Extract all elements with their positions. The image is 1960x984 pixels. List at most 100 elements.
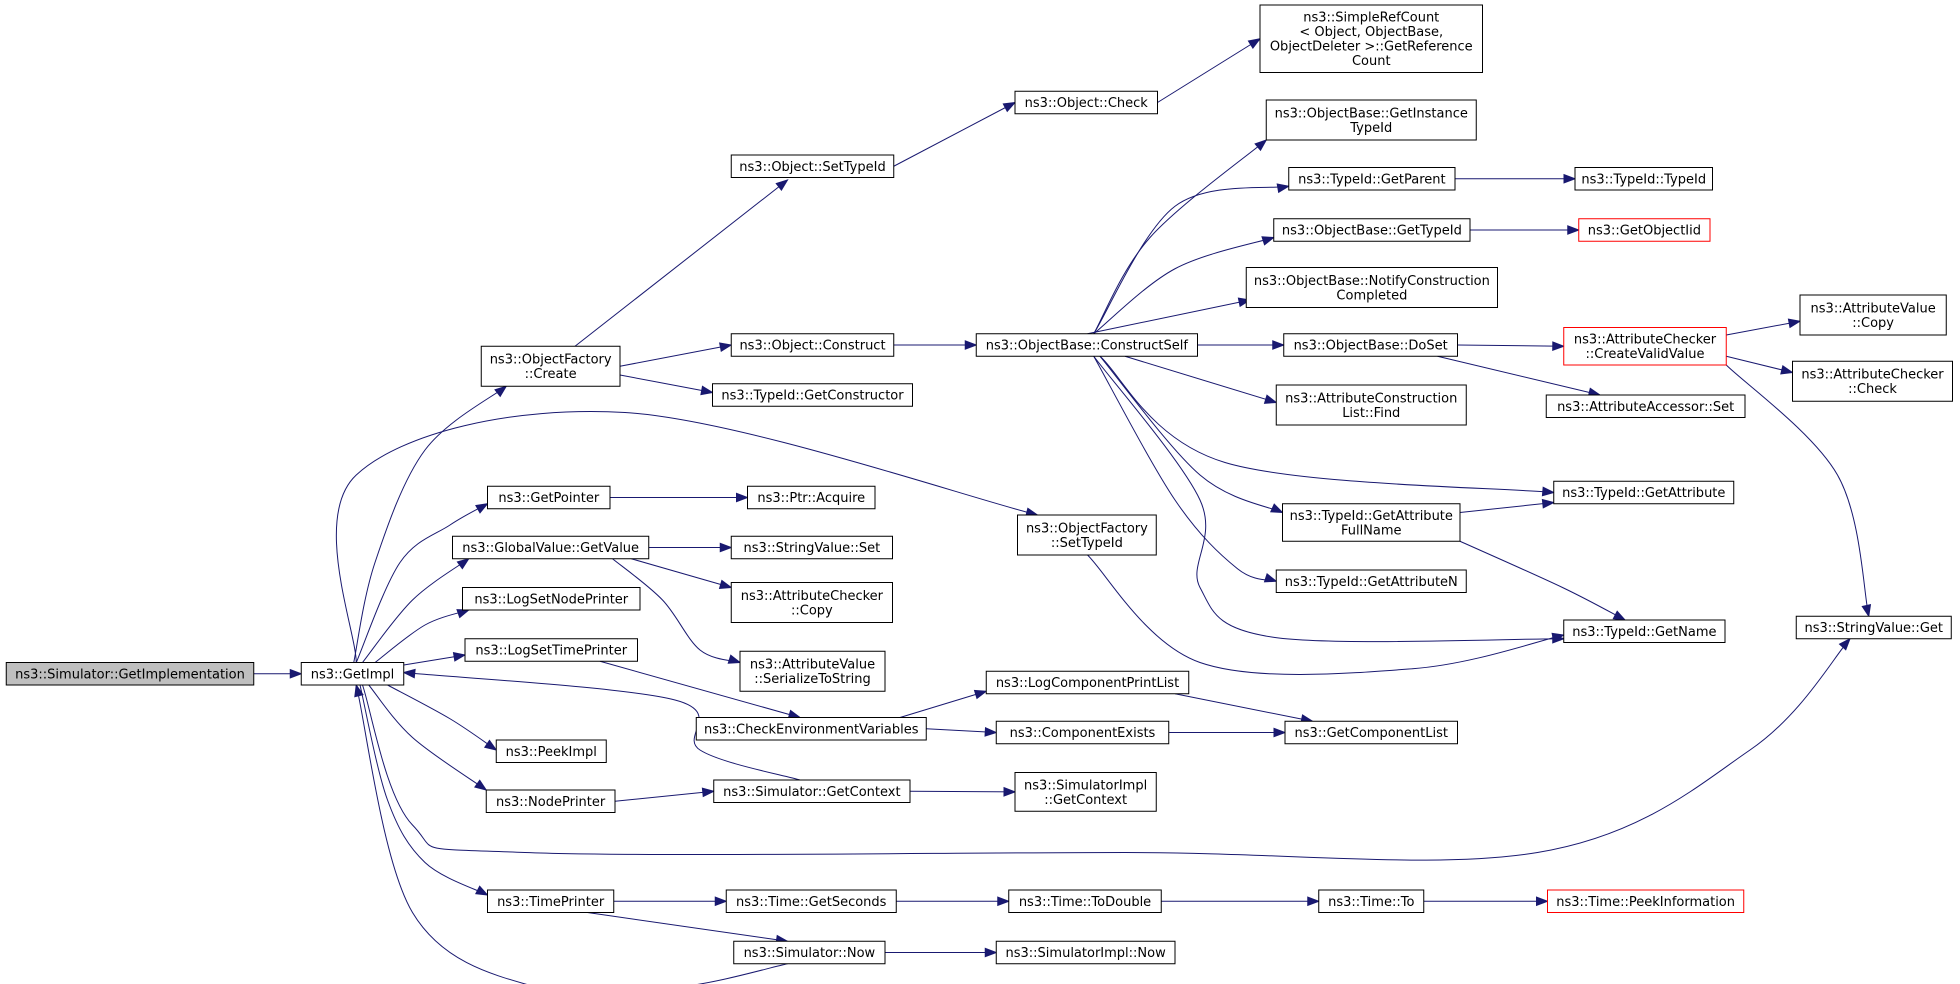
arrowhead-icon (700, 385, 714, 396)
node-logcompprintlist[interactable]: ns3::LogComponentPrintList (985, 670, 1190, 695)
edge-getimpl-to-logsettimeprinter (403, 651, 467, 666)
node-sv-get[interactable]: ns3::StringValue::Get (1795, 615, 1952, 640)
node-componentexists[interactable]: ns3::ComponentExists (995, 720, 1170, 745)
node-label: ns3::ObjectBase::NotifyConstruction (1254, 274, 1490, 289)
arrowhead-icon (1003, 786, 1017, 797)
node-time-to[interactable]: ns3::Time::To (1318, 889, 1425, 913)
node-label: ns3::Ptr::Acquire (757, 491, 865, 506)
node-getcomponentlist[interactable]: ns3::GetComponentList (1284, 720, 1458, 745)
node-getpointer[interactable]: ns3::GetPointer (487, 485, 611, 510)
edge-ac-createvalid-to-ac-check (1726, 355, 1794, 375)
edge-line (1099, 355, 1283, 513)
node-checkenv[interactable]: ns3::CheckEnvironmentVariables (695, 717, 927, 741)
node-ob-doset[interactable]: ns3::ObjectBase::DoSet (1283, 333, 1458, 357)
node-ac-createvalid[interactable]: ns3::AttributeChecker::CreateValidValue (1563, 327, 1727, 366)
edge-line (1459, 502, 1554, 513)
node-aa-set[interactable]: ns3::AttributeAccessor::Set (1545, 394, 1746, 418)
node-tid-getname[interactable]: ns3::TypeId::GetName (1563, 619, 1726, 643)
node-sim-now[interactable]: ns3::Simulator::Now (733, 940, 886, 965)
node-obj-check[interactable]: ns3::Object::Check (1014, 90, 1158, 115)
node-time-getseconds[interactable]: ns3::Time::GetSeconds (725, 889, 897, 913)
node-simimpl-now[interactable]: ns3::SimulatorImpl::Now (995, 940, 1176, 965)
node-label: ns3::ObjectFactory (1026, 521, 1148, 536)
node-ob-constructself[interactable]: ns3::ObjectBase::ConstructSelf (975, 333, 1198, 357)
edge-obj-construct-to-ob-constructself (893, 340, 978, 350)
edge-of-settypeid-to-tid-getname (1087, 554, 1566, 675)
node-getobjectiid[interactable]: ns3::GetObjectIid (1578, 218, 1711, 242)
node-of-create[interactable]: ns3::ObjectFactory::Create (480, 345, 621, 387)
node-sim-getcontext[interactable]: ns3::Simulator::GetContext (713, 779, 911, 803)
arrowhead-icon (1536, 896, 1549, 907)
arrowhead-icon (1563, 173, 1577, 184)
node-srefcount[interactable]: ns3::SimpleRefCount< Object, ObjectBase,… (1259, 4, 1483, 73)
node-tid-getconstructor[interactable]: ns3::TypeId::GetConstructor (712, 383, 913, 407)
node-gv-getvalue[interactable]: ns3::GlobalValue::GetValue (452, 535, 650, 560)
node-ob-notify[interactable]: ns3::ObjectBase::NotifyConstructionCompl… (1245, 267, 1498, 308)
node-nodeprinter[interactable]: ns3::NodePrinter (485, 789, 616, 813)
node-tid-getattribute[interactable]: ns3::TypeId::GetAttribute (1553, 480, 1735, 505)
node-timeprinter[interactable]: ns3::TimePrinter (487, 889, 615, 913)
edge-line (926, 728, 997, 733)
node-time-peekinfo[interactable]: ns3::Time::PeekInformation (1547, 889, 1745, 913)
node-av-copy[interactable]: ns3::AttributeValue::Copy (1799, 294, 1947, 336)
arrowhead-icon (714, 896, 728, 907)
node-label: ::Check (1848, 382, 1897, 397)
node-logsettimeprinter[interactable]: ns3::LogSetTimePrinter (464, 638, 638, 662)
node-label: ns3::AttributeChecker (741, 589, 884, 604)
edge-getimpl-to-getpointer (355, 503, 489, 663)
arrowhead-icon (984, 947, 998, 958)
node-root[interactable]: ns3::Simulator::GetImplementation (5, 662, 255, 686)
arrowhead-icon (1269, 503, 1284, 514)
node-label: ns3::ObjectBase::DoSet (1294, 339, 1448, 354)
node-ac-copy[interactable]: ns3::AttributeChecker::Copy (730, 582, 893, 623)
node-label: ns3::AttributeValue (1811, 301, 1936, 316)
edge-line (893, 102, 1016, 167)
node-label: ns3::Object::Check (1025, 96, 1149, 111)
node-label: ns3::ObjectBase::ConstructSelf (986, 339, 1189, 354)
node-tid-getattributen[interactable]: ns3::TypeId::GetAttributeN (1275, 569, 1467, 593)
node-logsetnodeprinter[interactable]: ns3::LogSetNodePrinter (462, 587, 641, 611)
node-peekimpl[interactable]: ns3::PeekImpl (495, 739, 607, 763)
node-label: ns3::AttributeChecker (1801, 368, 1944, 383)
edge-getimpl-to-gv-getvalue (362, 557, 470, 663)
node-time-todouble[interactable]: ns3::Time::ToDouble (1008, 889, 1162, 913)
edge-line (1093, 356, 1277, 582)
node-simimpl-getcontext[interactable]: ns3::SimulatorImpl::GetContext (1014, 772, 1157, 812)
edge-sim-now-to-simimpl-now (885, 947, 998, 958)
edge-line (1087, 299, 1251, 335)
node-label: ns3::TypeId::TypeId (1581, 172, 1706, 187)
edge-line (387, 684, 497, 751)
node-box (1574, 167, 1713, 191)
node-of-settypeid[interactable]: ns3::ObjectFactory::SetTypeId (1017, 514, 1157, 556)
node-ac-check[interactable]: ns3::AttributeChecker::Check (1792, 360, 1953, 402)
edge-ob-constructself-to-ob-notify (1087, 297, 1252, 335)
arrowhead-icon (456, 557, 470, 570)
node-label: ns3::TypeId::GetAttributeN (1285, 575, 1458, 590)
arrowhead-icon (1552, 341, 1566, 352)
node-tid-typeid[interactable]: ns3::TypeId::TypeId (1574, 167, 1713, 191)
node-av-serialize[interactable]: ns3::AttributeValue::SerializeToString (739, 650, 886, 692)
node-label: TypeId (1349, 121, 1392, 136)
edge-obj-check-to-srefcount (1157, 38, 1262, 103)
edge-line (599, 660, 801, 718)
node-ob-gettypeid[interactable]: ns3::ObjectBase::GetTypeId (1273, 218, 1471, 242)
node-getimpl[interactable]: ns3::GetImpl (300, 662, 405, 686)
arrowhead-icon (973, 689, 988, 700)
edge-gv-getvalue-to-sv-set (648, 542, 733, 553)
edge-getimpl-to-logsetnodeprinter (374, 609, 471, 663)
node-obj-settypeid[interactable]: ns3::Object::SetTypeId (730, 154, 895, 178)
node-label: ns3::AttributeAccessor::Set (1557, 400, 1734, 415)
edge-getimpl-to-of-create (353, 385, 508, 663)
node-ptr-acquire[interactable]: ns3::Ptr::Acquire (747, 485, 876, 510)
node-label: ns3::AttributeConstruction (1285, 391, 1457, 406)
node-obj-construct[interactable]: ns3::Object::Construct (730, 333, 895, 357)
edge-line (1437, 355, 1601, 396)
edge-line (1157, 38, 1261, 103)
node-sv-set[interactable]: ns3::StringValue::Set (730, 535, 893, 560)
node-tid-getparent[interactable]: ns3::TypeId::GetParent (1288, 167, 1456, 191)
node-label: ::Copy (1852, 316, 1894, 331)
node-box (452, 535, 650, 560)
